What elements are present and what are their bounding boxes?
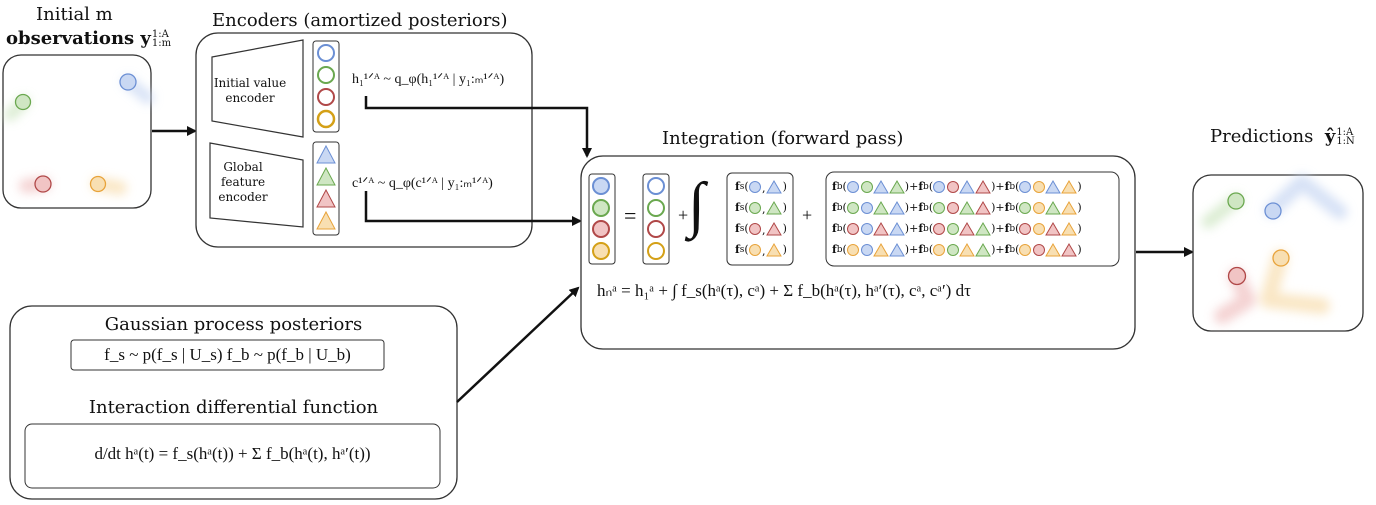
integration-lhs-stack <box>588 173 616 265</box>
integration-equation: hₙᵃ = h₁ᵃ + ∫ f_s(hᵃ(τ), cᵃ) + Σ f_b(hᵃ(… <box>597 281 971 300</box>
obs-green-agent <box>14 93 32 111</box>
integration-plus-2: + <box>802 205 813 225</box>
fs-terms-box <box>726 172 794 266</box>
integration-rhs-stack <box>642 173 670 265</box>
gp-formula: f_s ~ p(f_s | U_s) f_b ~ p(f_b | U_b) <box>104 345 351 364</box>
fb-terms-box <box>825 171 1120 267</box>
obs-blue-agent <box>119 73 137 91</box>
integration-plus-1: + <box>678 205 689 225</box>
initial-value-encoder-shape <box>211 39 304 138</box>
pred-orange-agent <box>1272 249 1290 267</box>
pred-red-agent <box>1227 266 1247 286</box>
predictions-sup: 1:A <box>1336 127 1354 138</box>
gp-formula-box <box>70 339 385 371</box>
arrow-h-to-integration <box>364 96 592 158</box>
c-posterior-formula: c¹ᐟᴬ ~ q_φ(c¹ᐟᴬ | y₁:ₘ¹ᐟᴬ) <box>352 176 493 191</box>
encoders-title: Encoders (amortized posteriors) <box>212 10 508 31</box>
interaction-formula: d/dt hᵃ(t) = f_s(hᵃ(t)) + Σ f_b(hᵃ(t), h… <box>94 444 371 463</box>
observations-sup: 1:A <box>151 29 169 40</box>
obs-red-agent <box>34 175 52 193</box>
arrow-gp-to-integration <box>456 286 580 403</box>
svg-text:,: , <box>762 245 766 257</box>
integration-equals: = <box>624 203 637 228</box>
interaction-formula-box <box>24 423 441 489</box>
svg-text:,: , <box>762 182 766 194</box>
h-posterior-formula: h₁¹ᐟᴬ ~ q_φ(h₁¹ᐟᴬ | y₁:ₘ¹ᐟᴬ) <box>352 72 505 87</box>
integral-sign: ∫ <box>688 171 705 239</box>
predictions-symbol: ŷ <box>1324 126 1336 147</box>
gp-title: Gaussian process posteriors <box>104 314 363 335</box>
observations-box <box>2 54 152 209</box>
integration-title: Integration (forward pass) <box>662 128 904 149</box>
interaction-title: Interaction differential function <box>88 397 379 418</box>
svg-text:,: , <box>762 203 766 215</box>
encoder-h-stack <box>312 40 340 133</box>
pred-blue-agent <box>1264 202 1282 220</box>
global-feature-encoder-shape <box>209 142 304 228</box>
arrow-c-to-integration <box>364 191 582 226</box>
observations-title-line1: Initial m <box>36 4 113 25</box>
observations-sub: 1:m <box>151 38 172 49</box>
pred-green-agent <box>1227 192 1245 210</box>
global-feature-encoder-label: Global feature encoder <box>218 160 268 204</box>
predictions-sub: 1:N <box>1336 136 1355 147</box>
svg-text:,: , <box>762 224 766 236</box>
initial-value-encoder-label: Initial value encoder <box>213 76 287 105</box>
obs-orange-agent <box>89 175 107 193</box>
encoder-c-stack <box>312 141 340 236</box>
